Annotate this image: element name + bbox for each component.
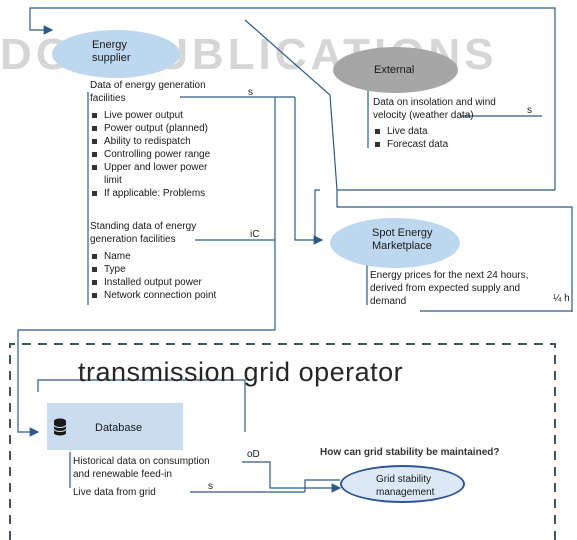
external-tag: s xyxy=(527,105,532,116)
external-ellipse xyxy=(333,47,458,93)
tso-title: transmission grid operator xyxy=(78,357,404,387)
database-box xyxy=(47,403,183,450)
spot-market-text: Energy prices for the next 24 hours, der… xyxy=(370,270,529,307)
external-data-item: Live data xyxy=(373,125,523,138)
generation-data-item: Ability to redispatch xyxy=(90,135,270,148)
energy-supplier-ellipse xyxy=(52,30,180,78)
spot-market-tag: ¼ h xyxy=(553,293,570,304)
database-label: Database xyxy=(95,422,143,434)
standing-data-item: Installed output power xyxy=(90,276,270,289)
standing-data-item: Type xyxy=(90,263,270,276)
standing-data-tag: iC xyxy=(250,229,260,240)
standing-data-item: Name xyxy=(90,250,270,263)
standing-data-heading: Standing data of energy generation facil… xyxy=(90,221,197,245)
energy-supplier-title: Energy supplier xyxy=(92,39,131,64)
live-grid-data-tag: s xyxy=(208,481,213,492)
standing-data-item: Network connection point xyxy=(90,289,270,302)
historical-data-tag: oD xyxy=(247,449,260,460)
live-grid-data-text: Live data from grid xyxy=(73,487,156,498)
generation-data-item: Upper and lower power limit xyxy=(90,161,270,187)
external-title: External xyxy=(374,64,415,76)
generation-data-tag: s xyxy=(248,87,253,98)
generation-data-item: Live power output xyxy=(90,109,270,122)
generation-data-item: Controlling power range xyxy=(90,148,270,161)
spot-market-ellipse xyxy=(330,218,460,268)
generation-data-item: Power output (planned) xyxy=(90,122,270,135)
grid-stability-ellipse xyxy=(340,465,465,503)
database-icon xyxy=(53,418,67,441)
external-heading: Data on insolation and wind velocity (we… xyxy=(373,97,496,121)
generation-data-item: If applicable: Problems xyxy=(90,187,270,200)
external-data-item: Forecast data xyxy=(373,138,523,151)
grid-stability-label: Grid stability management xyxy=(376,474,435,498)
spot-market-title: Spot Energy Marketplace xyxy=(372,227,433,252)
historical-data-text: Historical data on consumption and renew… xyxy=(73,456,210,480)
grid-stability-question: How can grid stability be maintained? xyxy=(320,447,500,458)
generation-data-heading: Data of energy generation facilities xyxy=(90,80,206,104)
